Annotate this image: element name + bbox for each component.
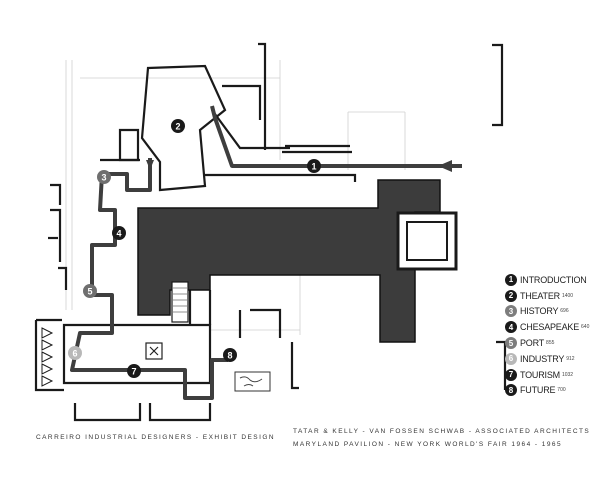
legend-badge: 6	[505, 352, 517, 365]
legend-item: 1 INTRODUCTION	[505, 272, 597, 288]
legend-item: 2 THEATER 1400	[505, 288, 597, 304]
legend-count: 855	[546, 340, 555, 347]
legend-item: 5 PORT 855	[505, 335, 597, 351]
legend-label: FUTURE	[520, 385, 556, 396]
stair	[171, 281, 189, 323]
route-markers: 1 2 3 4 5 6 7 8	[68, 119, 321, 378]
legend-count: 1400	[561, 292, 574, 299]
legend-count: 1032	[561, 371, 574, 378]
legend-count: 912	[566, 355, 575, 362]
legend-label: PORT	[520, 338, 545, 349]
legend-count: 640	[581, 324, 590, 331]
legend-badge: 4	[505, 321, 517, 334]
svg-text:3: 3	[101, 173, 106, 183]
svg-text:8: 8	[227, 351, 232, 361]
exhibit-emblem	[145, 342, 163, 360]
pavilion-credit: MARYLAND PAVILION - NEW YORK WORLD'S FAI…	[293, 441, 563, 448]
sawtooth-wall	[41, 327, 54, 387]
legend-item: 6 INDUSTRY 912	[505, 351, 597, 367]
legend: 1 INTRODUCTION 2 THEATER 1400 3 HISTORY …	[505, 272, 597, 398]
designer-credit: CARREIRO INDUSTRIAL DESIGNERS - EXHIBIT …	[36, 434, 275, 441]
atrium	[396, 211, 458, 271]
legend-label: CHESAPEAKE	[520, 322, 580, 333]
svg-text:6: 6	[72, 349, 77, 359]
svg-text:7: 7	[131, 367, 136, 377]
legend-label: THEATER	[520, 290, 560, 301]
legend-label: HISTORY	[520, 306, 559, 317]
legend-badge: 7	[505, 368, 517, 381]
legend-item: 8 FUTURE 700	[505, 383, 597, 399]
legend-label: INDUSTRY	[520, 353, 565, 364]
legend-badge: 2	[505, 289, 517, 302]
svg-text:5: 5	[87, 287, 92, 297]
construction-lines	[65, 60, 406, 340]
legend-badge: 1	[505, 273, 517, 286]
legend-label: TOURISM	[520, 369, 560, 380]
legend-label: INTRODUCTION	[520, 274, 587, 285]
legend-count: 696	[560, 308, 569, 315]
legend-item: 7 TOURISM 1032	[505, 367, 597, 383]
route-arrow	[146, 160, 452, 172]
svg-text:1: 1	[311, 162, 316, 172]
architect-credit: TATAR & KELLY - VAN FOSSEN SCHWAB - ASSO…	[293, 428, 591, 435]
svg-text:4: 4	[116, 229, 121, 239]
legend-badge: 8	[505, 384, 517, 397]
legend-badge: 5	[505, 337, 517, 350]
legend-count: 700	[557, 387, 566, 394]
walls	[34, 42, 507, 422]
legend-item: 4 CHESAPEAKE 640	[505, 319, 597, 335]
main-hall	[137, 179, 441, 343]
legend-badge: 3	[505, 305, 517, 318]
legend-item: 3 HISTORY 696	[505, 304, 597, 320]
svg-text:2: 2	[175, 122, 180, 132]
map-display	[234, 371, 271, 392]
